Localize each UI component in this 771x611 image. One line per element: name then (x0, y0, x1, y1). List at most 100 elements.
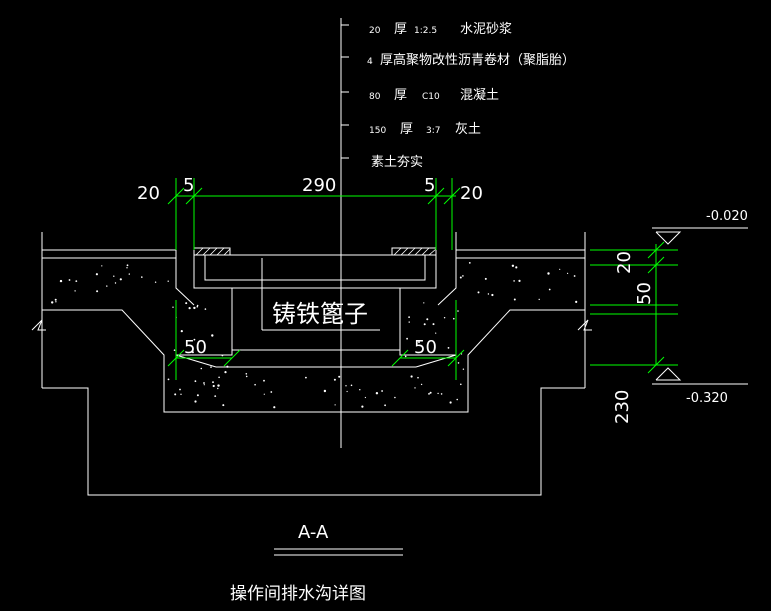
speckle (432, 323, 435, 326)
speckle (381, 390, 383, 392)
grate-label: 铸铁篦子 (272, 300, 368, 328)
layer-1-thickness: 20 (369, 26, 381, 36)
dim-top-right-5: 5 (424, 175, 435, 196)
speckle (203, 382, 205, 384)
speckle (128, 273, 130, 275)
speckle (214, 395, 217, 397)
speckle (408, 321, 410, 323)
speckle (559, 268, 561, 270)
dim-top-left-5: 5 (183, 175, 194, 196)
dim-right-230: 230 (612, 390, 633, 424)
speckle (194, 400, 197, 403)
speckle (141, 276, 143, 278)
speckle (185, 302, 188, 305)
speckle (75, 280, 78, 282)
speckle (191, 351, 194, 354)
speckle (350, 384, 353, 387)
speckle (218, 376, 220, 379)
speckle (263, 379, 265, 382)
speckle (538, 298, 540, 301)
speckle (51, 301, 54, 304)
speckle (449, 401, 452, 404)
speckle (96, 290, 99, 293)
speckle (196, 305, 199, 308)
speckle (212, 381, 214, 384)
speckle (113, 275, 115, 277)
speckle (217, 387, 219, 390)
speckle (59, 279, 63, 283)
speckle (224, 371, 227, 374)
speckle (468, 262, 471, 264)
dim-top-left-20: 20 (137, 183, 160, 204)
dim-right-50: 50 (634, 282, 655, 305)
speckle (222, 404, 225, 407)
dimensions (167, 178, 678, 380)
speckle (384, 404, 386, 407)
dim-inner-right-50: 50 (414, 337, 437, 358)
speckle (194, 380, 197, 383)
layer-5-spec: 素土夯实 (371, 155, 423, 170)
section-title: A-A (298, 522, 329, 543)
speckle (417, 376, 419, 379)
speckle (68, 279, 71, 281)
speckle (461, 353, 463, 355)
layer-labels: 20 厚 1:2.5 水泥砂浆 4 厚高聚物改性沥青卷材（聚脂胎） 80 厚 C… (367, 22, 575, 170)
speckle (477, 291, 480, 294)
speckle (167, 280, 169, 282)
speckle (203, 384, 205, 386)
speckle (453, 317, 455, 320)
speckle (423, 323, 426, 326)
drawing-caption: 操作间排水沟详图 (230, 584, 366, 604)
speckle (200, 367, 203, 370)
speckle (193, 306, 196, 310)
speckle (346, 390, 348, 393)
layer-1-unit: 厚 (394, 22, 407, 37)
speckle (361, 405, 364, 408)
speckle (167, 378, 170, 381)
speckle (101, 265, 103, 267)
speckle (359, 389, 361, 391)
speckle (196, 394, 199, 397)
speckle (119, 278, 122, 281)
speckle (333, 378, 336, 381)
speckle (245, 373, 248, 375)
speckle (74, 290, 76, 292)
layer-1-material: 水泥砂浆 (460, 22, 512, 37)
concrete-texture (51, 262, 578, 409)
grate-frame-right (391, 247, 437, 256)
speckle (334, 404, 336, 406)
layer-3-material: 混凝土 (460, 87, 499, 103)
layer-4-spec: 3:7 (426, 126, 440, 136)
speckle (435, 332, 437, 334)
speckle (95, 273, 98, 276)
speckle (404, 355, 407, 358)
speckle (179, 388, 181, 391)
elevation-top: -0.020 (706, 209, 748, 224)
speckle (323, 389, 327, 393)
speckle (491, 293, 494, 297)
speckle (484, 277, 487, 280)
speckle (547, 272, 550, 275)
speckle (217, 384, 220, 387)
speckle (406, 337, 408, 340)
speckle (193, 338, 196, 341)
elevation-markers (652, 227, 748, 385)
dim-right-20: 20 (614, 251, 635, 274)
speckle (196, 304, 199, 307)
speckle (106, 285, 108, 287)
speckle (204, 308, 207, 310)
speckle (408, 316, 410, 318)
speckle (418, 341, 420, 344)
speckle (456, 398, 459, 401)
speckle (440, 393, 443, 395)
speckle (567, 272, 569, 274)
speckle (518, 279, 521, 282)
speckle (114, 282, 117, 284)
layer-3-unit: 厚 (394, 88, 407, 103)
speckle (364, 396, 366, 399)
speckle (426, 318, 429, 321)
speckle (416, 340, 418, 342)
speckle (462, 275, 464, 277)
layer-3-thickness: 80 (369, 92, 381, 102)
layer-4-thickness: 150 (369, 126, 386, 136)
